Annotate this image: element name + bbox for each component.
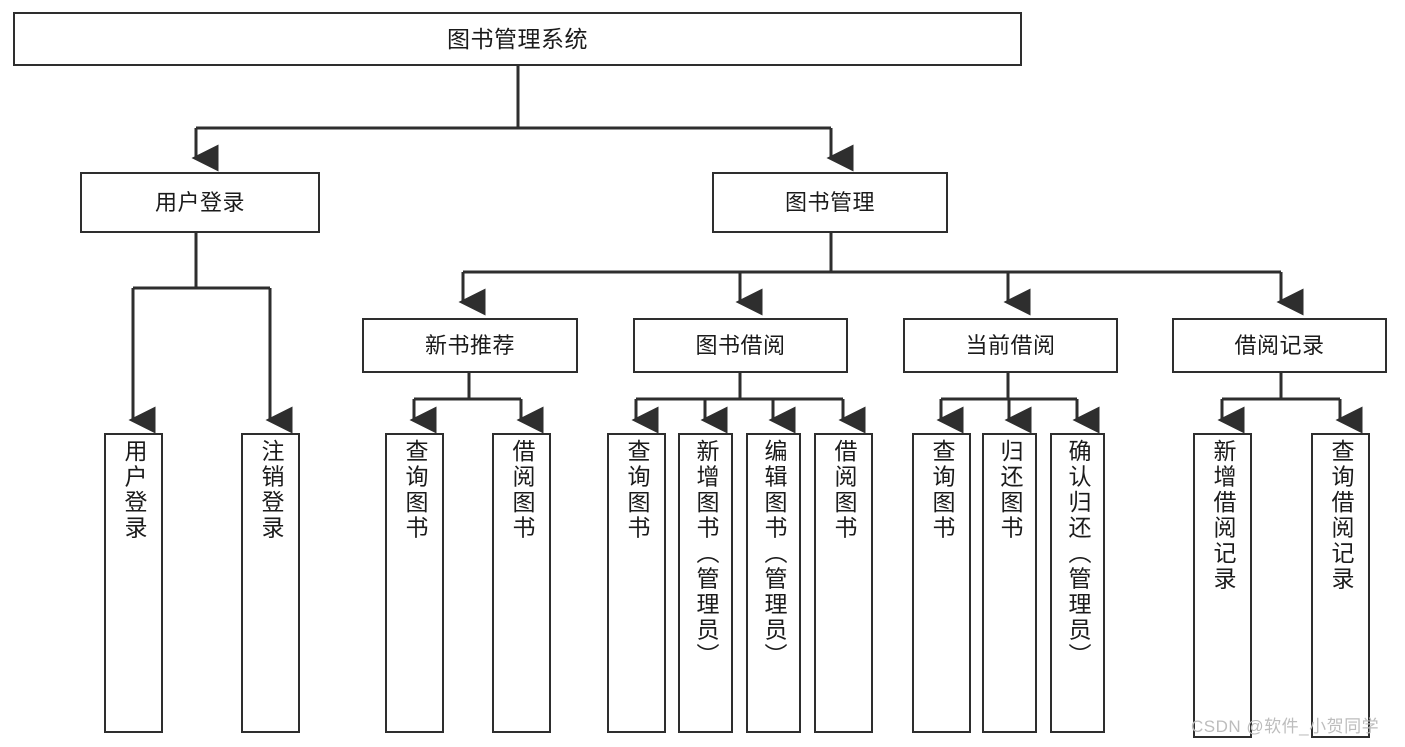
node-label: 当前借阅 <box>965 332 1056 358</box>
node-label: 新书推荐 <box>424 332 515 358</box>
node-root-book-management-system[interactable]: 图书管理系统 <box>13 12 1022 66</box>
leaf-query-borrow-record[interactable]: 查询借阅记录 <box>1311 433 1370 738</box>
leaf-query-book-newbook[interactable]: 查询图书 <box>385 433 444 733</box>
node-label: 归还图书 <box>997 439 1023 541</box>
node-current-borrow[interactable]: 当前借阅 <box>903 318 1118 373</box>
node-label: 用户登录 <box>121 439 147 541</box>
node-label: 编辑图书（管理员） <box>761 439 787 669</box>
node-label: 借阅记录 <box>1234 332 1325 358</box>
leaf-add-borrow-record[interactable]: 新增借阅记录 <box>1193 433 1252 738</box>
node-label: 借阅图书 <box>509 439 535 541</box>
node-label: 新增借阅记录 <box>1210 439 1236 592</box>
leaf-query-book-current[interactable]: 查询图书 <box>912 433 971 733</box>
node-label: 图书借阅 <box>695 332 786 358</box>
node-label: 查询借阅记录 <box>1328 439 1354 592</box>
node-label: 确认归还（管理员） <box>1065 439 1091 669</box>
node-label: 查询图书 <box>929 439 955 541</box>
node-label: 借阅图书 <box>831 439 857 541</box>
leaf-borrow-book-newbook[interactable]: 借阅图书 <box>492 433 551 733</box>
leaf-edit-book-admin[interactable]: 编辑图书（管理员） <box>746 433 801 733</box>
leaf-query-book-borrow[interactable]: 查询图书 <box>607 433 666 733</box>
node-borrow-record[interactable]: 借阅记录 <box>1172 318 1387 373</box>
node-book-borrow[interactable]: 图书借阅 <box>633 318 848 373</box>
leaf-logout-login[interactable]: 注销登录 <box>241 433 300 733</box>
node-label: 注销登录 <box>258 439 284 541</box>
node-user-login[interactable]: 用户登录 <box>80 172 320 233</box>
node-label: 图书管理 <box>784 189 875 215</box>
leaf-user-login[interactable]: 用户登录 <box>104 433 163 733</box>
node-label: 新增图书（管理员） <box>693 439 719 669</box>
node-label: 用户登录 <box>154 189 245 215</box>
leaf-return-book[interactable]: 归还图书 <box>982 433 1037 733</box>
node-label: 查询图书 <box>402 439 428 541</box>
leaf-add-book-admin[interactable]: 新增图书（管理员） <box>678 433 733 733</box>
node-label: 查询图书 <box>624 439 650 541</box>
node-label: 图书管理系统 <box>447 25 588 52</box>
leaf-confirm-return-admin[interactable]: 确认归还（管理员） <box>1050 433 1105 733</box>
leaf-borrow-book-borrow[interactable]: 借阅图书 <box>814 433 873 733</box>
node-new-book-recommend[interactable]: 新书推荐 <box>362 318 578 373</box>
node-book-management[interactable]: 图书管理 <box>712 172 948 233</box>
